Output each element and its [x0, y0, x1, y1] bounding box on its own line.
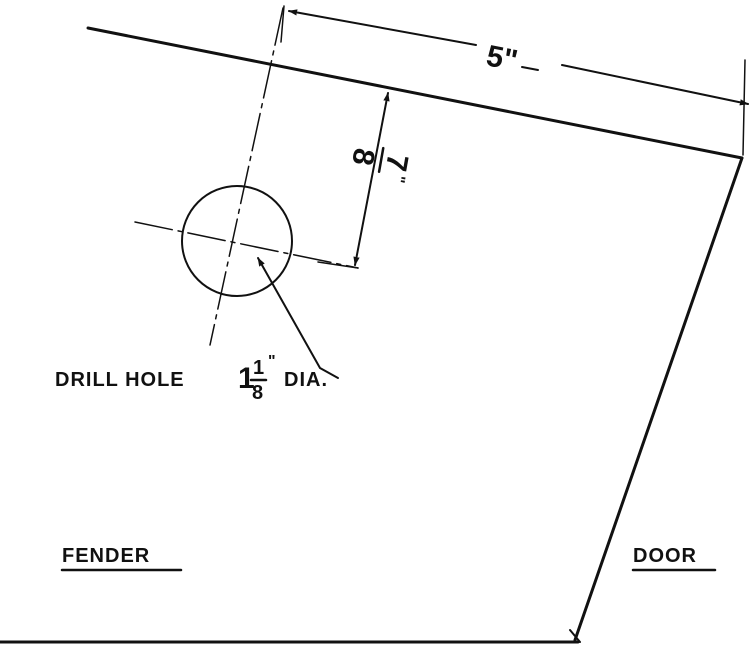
- width-dimension-line-left: [288, 9, 477, 46]
- drill-note: DRILL HOLE 1 1 8 " DIA.: [55, 353, 328, 404]
- drill-hole-circle: [181, 185, 293, 297]
- offset-numerator: 7: [379, 152, 414, 174]
- note-suffix: DIA.: [284, 369, 328, 391]
- note-numerator: 1: [253, 357, 265, 379]
- width-dimension-label: 5": [484, 39, 521, 77]
- offset-dimension-label: 7 " 8: [345, 146, 414, 185]
- top-edge-line: [86, 26, 744, 160]
- offset-fraction-bar: [377, 146, 385, 173]
- offset-dimension-line: [353, 92, 390, 266]
- offset-unit: ": [390, 174, 408, 184]
- door-edge-line: [573, 156, 744, 642]
- door-label: DOOR: [633, 545, 697, 567]
- vertical-extension-line: [280, 5, 285, 43]
- width-dimension-line-right: [561, 64, 749, 106]
- note-leader-line: [257, 257, 339, 379]
- vertical-centerline: [209, 7, 284, 346]
- width-label-dash: [521, 66, 539, 71]
- center-extension-line: [317, 261, 359, 269]
- horizontal-centerline: [134, 221, 359, 269]
- right-extension-line: [742, 59, 746, 156]
- corner-tick-line: [569, 629, 581, 643]
- note-prefix: DRILL HOLE: [55, 369, 185, 391]
- note-denominator: 8: [252, 382, 264, 404]
- note-unit: ": [268, 353, 276, 370]
- offset-denominator: 8: [345, 146, 380, 168]
- fender-label: FENDER: [62, 545, 150, 567]
- note-whole-number: 1: [238, 362, 255, 395]
